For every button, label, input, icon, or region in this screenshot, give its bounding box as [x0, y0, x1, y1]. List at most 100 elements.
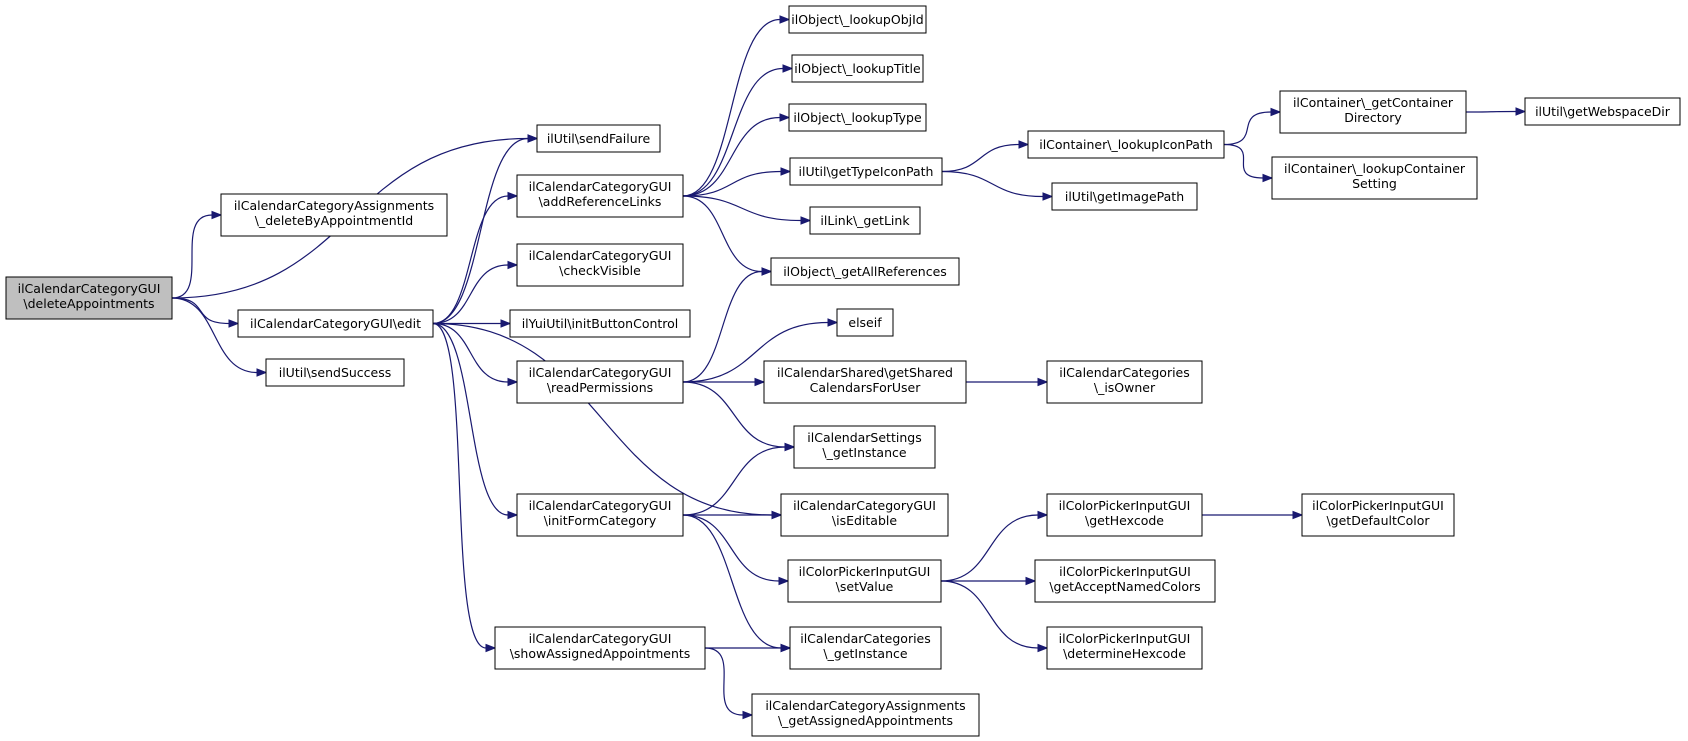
node-label: ilCalendarCategoryGUI [529, 179, 672, 194]
node-get-hexcode[interactable]: ilColorPickerInputGUI\getHexcode [1046, 493, 1203, 537]
edge-edit-to-add-reference-links [432, 191, 519, 325]
edge-arrowhead [211, 210, 223, 220]
node-send-success[interactable]: ilUtil\sendSuccess [265, 358, 405, 387]
edge-add-reference-links-to-lookup-type [682, 113, 791, 197]
node-get-link[interactable]: ilLink\_getLink [809, 206, 921, 235]
node-get-assigned-appointments[interactable]: ilCalendarCategoryAssignments\_getAssign… [751, 693, 980, 737]
node-lookup-type[interactable]: ilObject\_lookupType [788, 103, 927, 132]
edge-root-to-edit [171, 297, 240, 328]
node-label: ilUtil\getWebspaceDir [1535, 104, 1671, 119]
node-label: ilCalendarCategories [1059, 365, 1190, 380]
node-label: \deleteAppointments [23, 296, 154, 311]
node-box [1051, 182, 1198, 211]
node-label: \setValue [836, 579, 894, 594]
node-elseif[interactable]: elseif [836, 308, 894, 337]
node-label: ilObject\_lookupObjId [791, 12, 923, 27]
edge-read-permissions-to-get-all-references [682, 267, 773, 383]
edge-init-form-category-to-is-editable [683, 510, 783, 520]
node-box [494, 626, 706, 670]
node-box [516, 493, 684, 537]
edge-root-to-delete-by-appointment-id [171, 210, 223, 299]
edge-set-value-to-determine-hexcode [940, 580, 1049, 653]
node-box [793, 425, 936, 469]
node-label: CalendarsForUser [810, 380, 922, 395]
edge-arrowhead [1292, 510, 1304, 520]
edge-arrowhead [1037, 377, 1049, 387]
node-check-visible[interactable]: ilCalendarCategoryGUI\checkVisible [516, 243, 684, 287]
node-get-webspace-dir[interactable]: ilUtil\getWebspaceDir [1524, 97, 1681, 126]
edge-arrowhead [771, 510, 783, 520]
node-label: ilCalendarCategoryGUI [529, 498, 672, 513]
node-determine-hexcode[interactable]: ilColorPickerInputGUI\determineHexcode [1046, 626, 1203, 670]
node-box [516, 174, 684, 218]
node-label: ilUtil\sendSuccess [279, 365, 392, 380]
node-read-permissions[interactable]: ilCalendarCategoryGUI\readPermissions [516, 360, 684, 404]
node-get-all-references[interactable]: ilObject\_getAllReferences [770, 257, 960, 286]
node-is-editable[interactable]: ilCalendarCategoryGUI\isEditable [780, 493, 949, 537]
node-delete-by-appointment-id[interactable]: ilCalendarCategoryAssignments\_deleteByA… [220, 193, 448, 237]
node-get-default-color[interactable]: ilColorPickerInputGUI\getDefaultColor [1301, 493, 1455, 537]
node-get-accept-named-colors[interactable]: ilColorPickerInputGUI\getAcceptNamedColo… [1034, 559, 1216, 603]
edge-arrowhead [527, 134, 539, 143]
node-lookup-title[interactable]: ilObject\_lookupTitle [791, 54, 924, 83]
edge-add-reference-links-to-get-all-references [682, 195, 773, 276]
node-box [791, 54, 924, 83]
node-show-assigned-appointments[interactable]: ilCalendarCategoryGUI\showAssignedAppoin… [494, 626, 706, 670]
node-send-failure[interactable]: ilUtil\sendFailure [536, 124, 661, 153]
edge-edit-to-init-form-category [432, 322, 519, 520]
node-label: ilObject\_getAllReferences [783, 264, 947, 279]
node-lookup-icon-path[interactable]: ilContainer\_lookupIconPath [1027, 130, 1225, 159]
node-label: ilContainer\_getContainer [1293, 95, 1454, 110]
node-add-reference-links[interactable]: ilCalendarCategoryGUI\addReferenceLinks [516, 174, 684, 218]
edge-edit-to-show-assigned-appointments [432, 322, 497, 653]
edge-arrowhead [782, 64, 794, 73]
node-box [265, 358, 405, 387]
node-lookup-obj-id[interactable]: ilObject\_lookupObjId [788, 5, 927, 34]
edge-line [1465, 110, 1517, 113]
node-box [780, 493, 949, 537]
edge-lookup-icon-path-to-get-container-directory [1223, 107, 1282, 146]
node-label: \_isOwner [1094, 380, 1156, 395]
node-init-form-category[interactable]: ilCalendarCategoryGUI\initFormCategory [516, 493, 684, 537]
node-label: elseif [848, 315, 882, 330]
edge-line [704, 647, 744, 716]
edge-add-reference-links-to-lookup-obj-id [682, 15, 791, 197]
node-box [1524, 97, 1681, 126]
node-root[interactable]: ilCalendarCategoryGUI\deleteAppointments [5, 276, 173, 320]
node-label: ilUtil\getTypeIconPath [799, 164, 934, 179]
node-get-shared-calendars-for-user[interactable]: ilCalendarShared\getSharedCalendarsForUs… [763, 360, 967, 404]
edge-line [171, 297, 230, 325]
node-label: \checkVisible [559, 263, 641, 278]
node-edit[interactable]: ilCalendarCategoryGUI\edit [237, 309, 434, 338]
node-label: ilColorPickerInputGUI [1059, 564, 1191, 579]
node-label: ilCalendarSettings [807, 430, 921, 445]
node-settings-get-instance[interactable]: ilCalendarSettings\_getInstance [793, 425, 936, 469]
edge-set-value-to-get-hexcode [940, 510, 1049, 582]
edge-show-assigned-appointments-to-get-assigned-appointments [704, 647, 754, 720]
edge-line [682, 67, 784, 197]
node-categories-get-instance[interactable]: ilCalendarCategories\_getInstance [789, 626, 942, 670]
node-get-type-icon-path[interactable]: ilUtil\getTypeIconPath [789, 157, 943, 186]
node-label: ilCalendarCategoryGUI [18, 281, 161, 296]
node-label: \readPermissions [547, 380, 653, 395]
node-get-image-path[interactable]: ilUtil\getImagePath [1051, 182, 1198, 211]
node-label: ilColorPickerInputGUI [1059, 498, 1191, 513]
node-is-owner[interactable]: ilCalendarCategories\_isOwner [1046, 360, 1203, 404]
node-init-button-control[interactable]: ilYuiUtil\initButtonControl [509, 309, 691, 338]
node-box [787, 559, 942, 603]
edge-root-to-send-success [171, 297, 268, 377]
edge-arrowhead [507, 510, 519, 520]
node-label: ilLink\_getLink [820, 213, 910, 228]
edge-arrowhead [742, 710, 754, 720]
edge-line [682, 195, 802, 222]
node-label: ilCalendarCategoryGUI [529, 248, 672, 263]
edge-line [682, 514, 780, 582]
node-box [789, 157, 943, 186]
node-set-value[interactable]: ilColorPickerInputGUI\setValue [787, 559, 942, 603]
edge-get-container-directory-to-get-webspace-dir [1465, 107, 1527, 116]
edge-line [171, 297, 258, 374]
node-label: \_getInstance [823, 646, 907, 661]
